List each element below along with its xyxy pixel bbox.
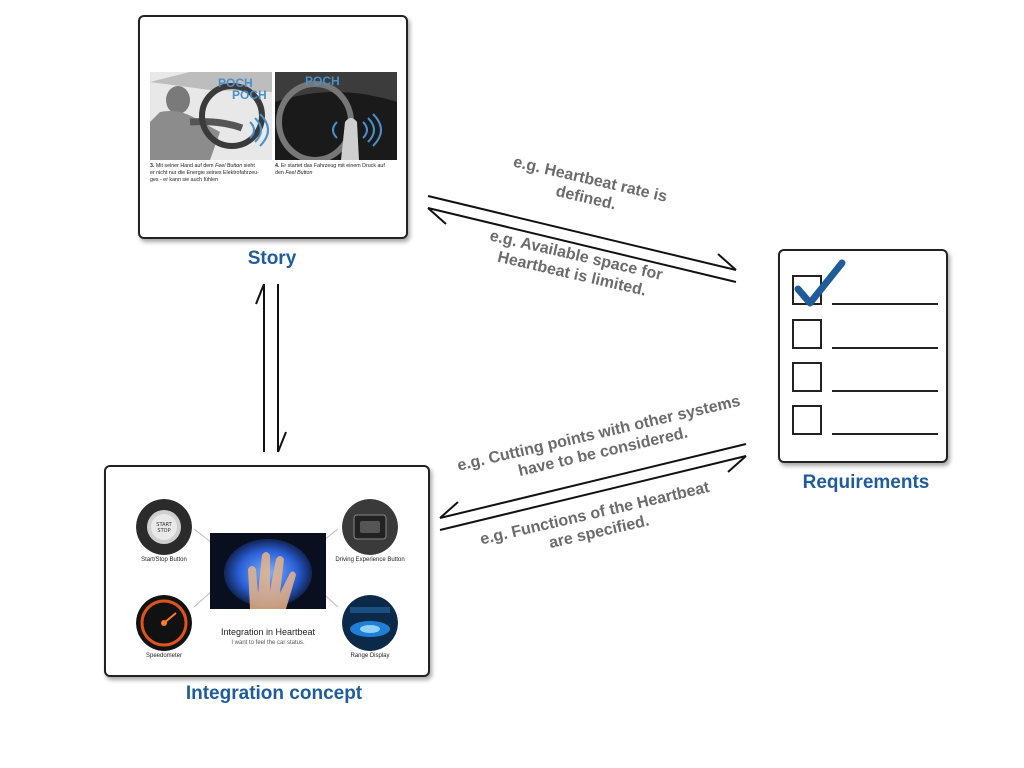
- heartbeat-hand-image: [210, 533, 326, 609]
- poch-label-3: POCH: [305, 74, 340, 88]
- thumb-label-speedometer: Speedometer: [145, 653, 183, 659]
- story-box: POCH POCH POCH 3. Mit seiner Hand auf de…: [138, 15, 408, 239]
- driver-illustration: [150, 72, 272, 160]
- requirements-box: [778, 249, 948, 463]
- requirements-caption: Requirements: [802, 472, 930, 493]
- annotation-integration-to-requirements: e.g. Functions of the Heartbeat are spec…: [478, 479, 712, 553]
- requirement-line-1: [832, 303, 938, 305]
- checkmark-icon: [794, 259, 846, 307]
- story-panel-press: POCH: [275, 72, 397, 160]
- thumb-label-start-stop: Start/Stop Button: [141, 557, 187, 563]
- speedometer-icon: [136, 595, 192, 651]
- story-caption: Story: [247, 248, 297, 269]
- integration-title: Integration in Heartbeat: [220, 627, 316, 637]
- thumb-label-driving-experience: Driving Experience Button: [335, 557, 405, 563]
- arrow-story-to-integration: [277, 284, 287, 453]
- requirement-line-2: [832, 347, 938, 349]
- story-text-step4: 4. Er startet das Fahrzeug mit einem Dru…: [275, 163, 385, 176]
- integration-caption: Integration concept: [185, 683, 363, 704]
- requirement-checkbox-4: [792, 405, 822, 435]
- button-press-illustration: [275, 72, 397, 160]
- svg-text:START: START: [156, 522, 172, 528]
- story-text-step3: 3. Mit seiner Hand auf dem Feel Button s…: [150, 163, 259, 183]
- range-display-icon: [342, 595, 398, 651]
- poch-label-1: POCH: [218, 76, 253, 90]
- annotation-story-to-requirements: e.g. Heartbeat rate is defined.: [511, 153, 669, 214]
- svg-text:STOP: STOP: [157, 528, 170, 534]
- integration-subtitle: I want to feel the car status.: [231, 640, 305, 646]
- poch-label-2: POCH: [232, 88, 267, 102]
- annotation-requirements-to-story: e.g. Available space for Heartbeat is li…: [488, 227, 665, 300]
- driving-experience-button-icon: [342, 499, 398, 555]
- story-panel-driver: POCH POCH: [150, 72, 272, 160]
- requirement-checkbox-3: [792, 362, 822, 392]
- requirement-line-4: [832, 433, 938, 435]
- requirement-checkbox-2: [792, 319, 822, 349]
- arrow-integration-to-story: [255, 283, 265, 452]
- thumb-label-range-display: Range Display: [350, 653, 390, 659]
- requirement-line-3: [832, 390, 938, 392]
